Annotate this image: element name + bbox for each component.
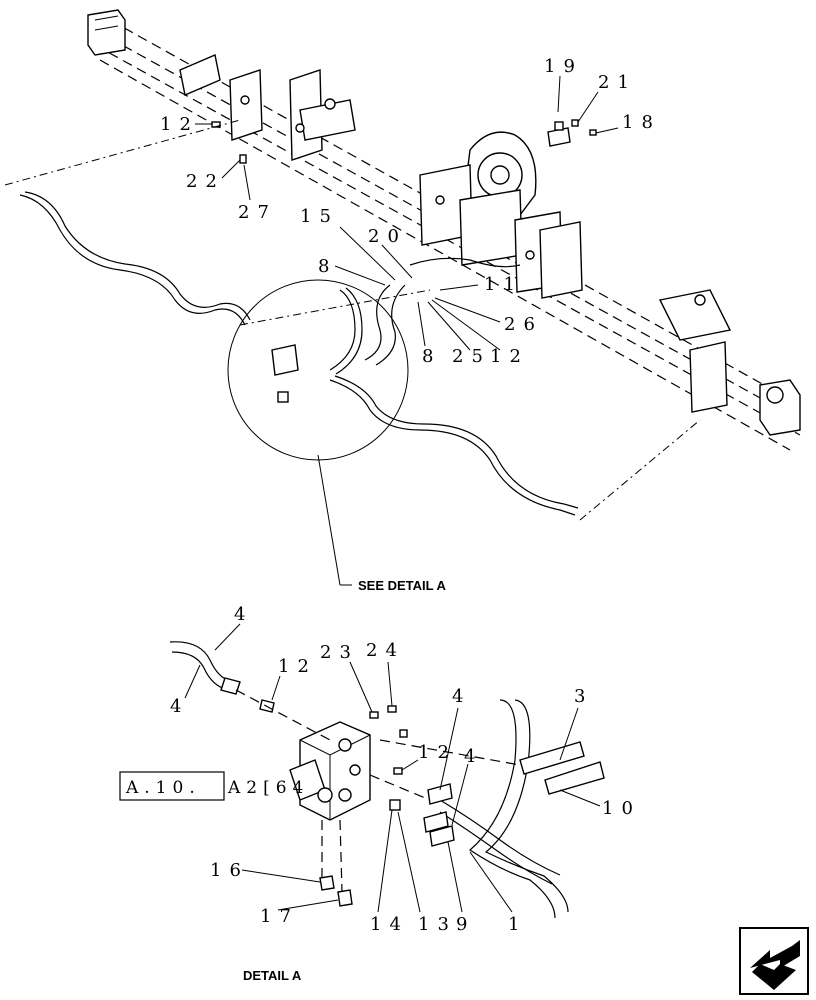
callout-22: 22 (186, 171, 225, 192)
callout-25: 25 (452, 346, 491, 367)
callouts-lower: 4 4 12 23 24 4 3 12 4 10 16 17 14 13 9 1 (170, 604, 641, 935)
callout-12d: 12 (418, 742, 457, 763)
callout-19: 19 (544, 56, 583, 77)
callout-4d: 4 (464, 746, 483, 767)
reference-box-label[interactable]: A.10. (125, 778, 201, 798)
callout-12c: 12 (278, 656, 317, 677)
routing-lines (4, 119, 701, 521)
callout-13: 13 (418, 914, 457, 935)
callout-4a: 4 (234, 604, 253, 625)
callout-23: 23 (320, 642, 359, 663)
reference-suffix: A2[64 (227, 778, 309, 798)
sensor-group (211, 119, 597, 164)
callout-12: 12 (160, 114, 199, 135)
callout-12b: 12 (490, 346, 529, 367)
callout-15: 15 (300, 206, 339, 227)
leaders-lower (184, 623, 601, 913)
callout-4c: 4 (452, 686, 471, 707)
detail-a-label: DETAIL A (243, 968, 302, 983)
leaders-upper (195, 75, 619, 351)
callout-16: 16 (210, 860, 249, 881)
callout-8b: 8 (422, 346, 441, 367)
callout-20: 20 (368, 226, 407, 247)
callout-10: 10 (602, 798, 641, 819)
callout-21: 21 (598, 72, 637, 93)
hose-routing (19, 191, 579, 516)
callout-17: 17 (260, 906, 299, 927)
callout-26: 26 (504, 314, 543, 335)
callout-24: 24 (366, 640, 405, 661)
callouts-upper: 19 21 18 12 22 27 15 20 8 11 26 8 25 12 (160, 56, 661, 367)
detail-circle (227, 279, 409, 586)
callout-18: 18 (622, 112, 661, 133)
callout-3: 3 (574, 686, 593, 707)
callout-1: 1 (508, 914, 527, 935)
callout-14: 14 (370, 914, 409, 935)
see-detail-label: SEE DETAIL A (358, 578, 446, 593)
reference-box[interactable]: A.10. A2[64 (119, 771, 309, 801)
callout-11: 11 (484, 274, 523, 295)
bracket-right (658, 289, 732, 413)
gauge-wheel-assembly (419, 131, 583, 299)
callout-9: 9 (456, 914, 475, 935)
callout-8a: 8 (318, 256, 337, 277)
routing-lines-lower (235, 689, 521, 893)
bracket-left (179, 54, 356, 161)
detail-a-parts (169, 641, 605, 919)
callout-4b: 4 (170, 696, 189, 717)
next-page-arrow-icon[interactable] (739, 927, 809, 995)
callout-27: 27 (238, 202, 277, 223)
